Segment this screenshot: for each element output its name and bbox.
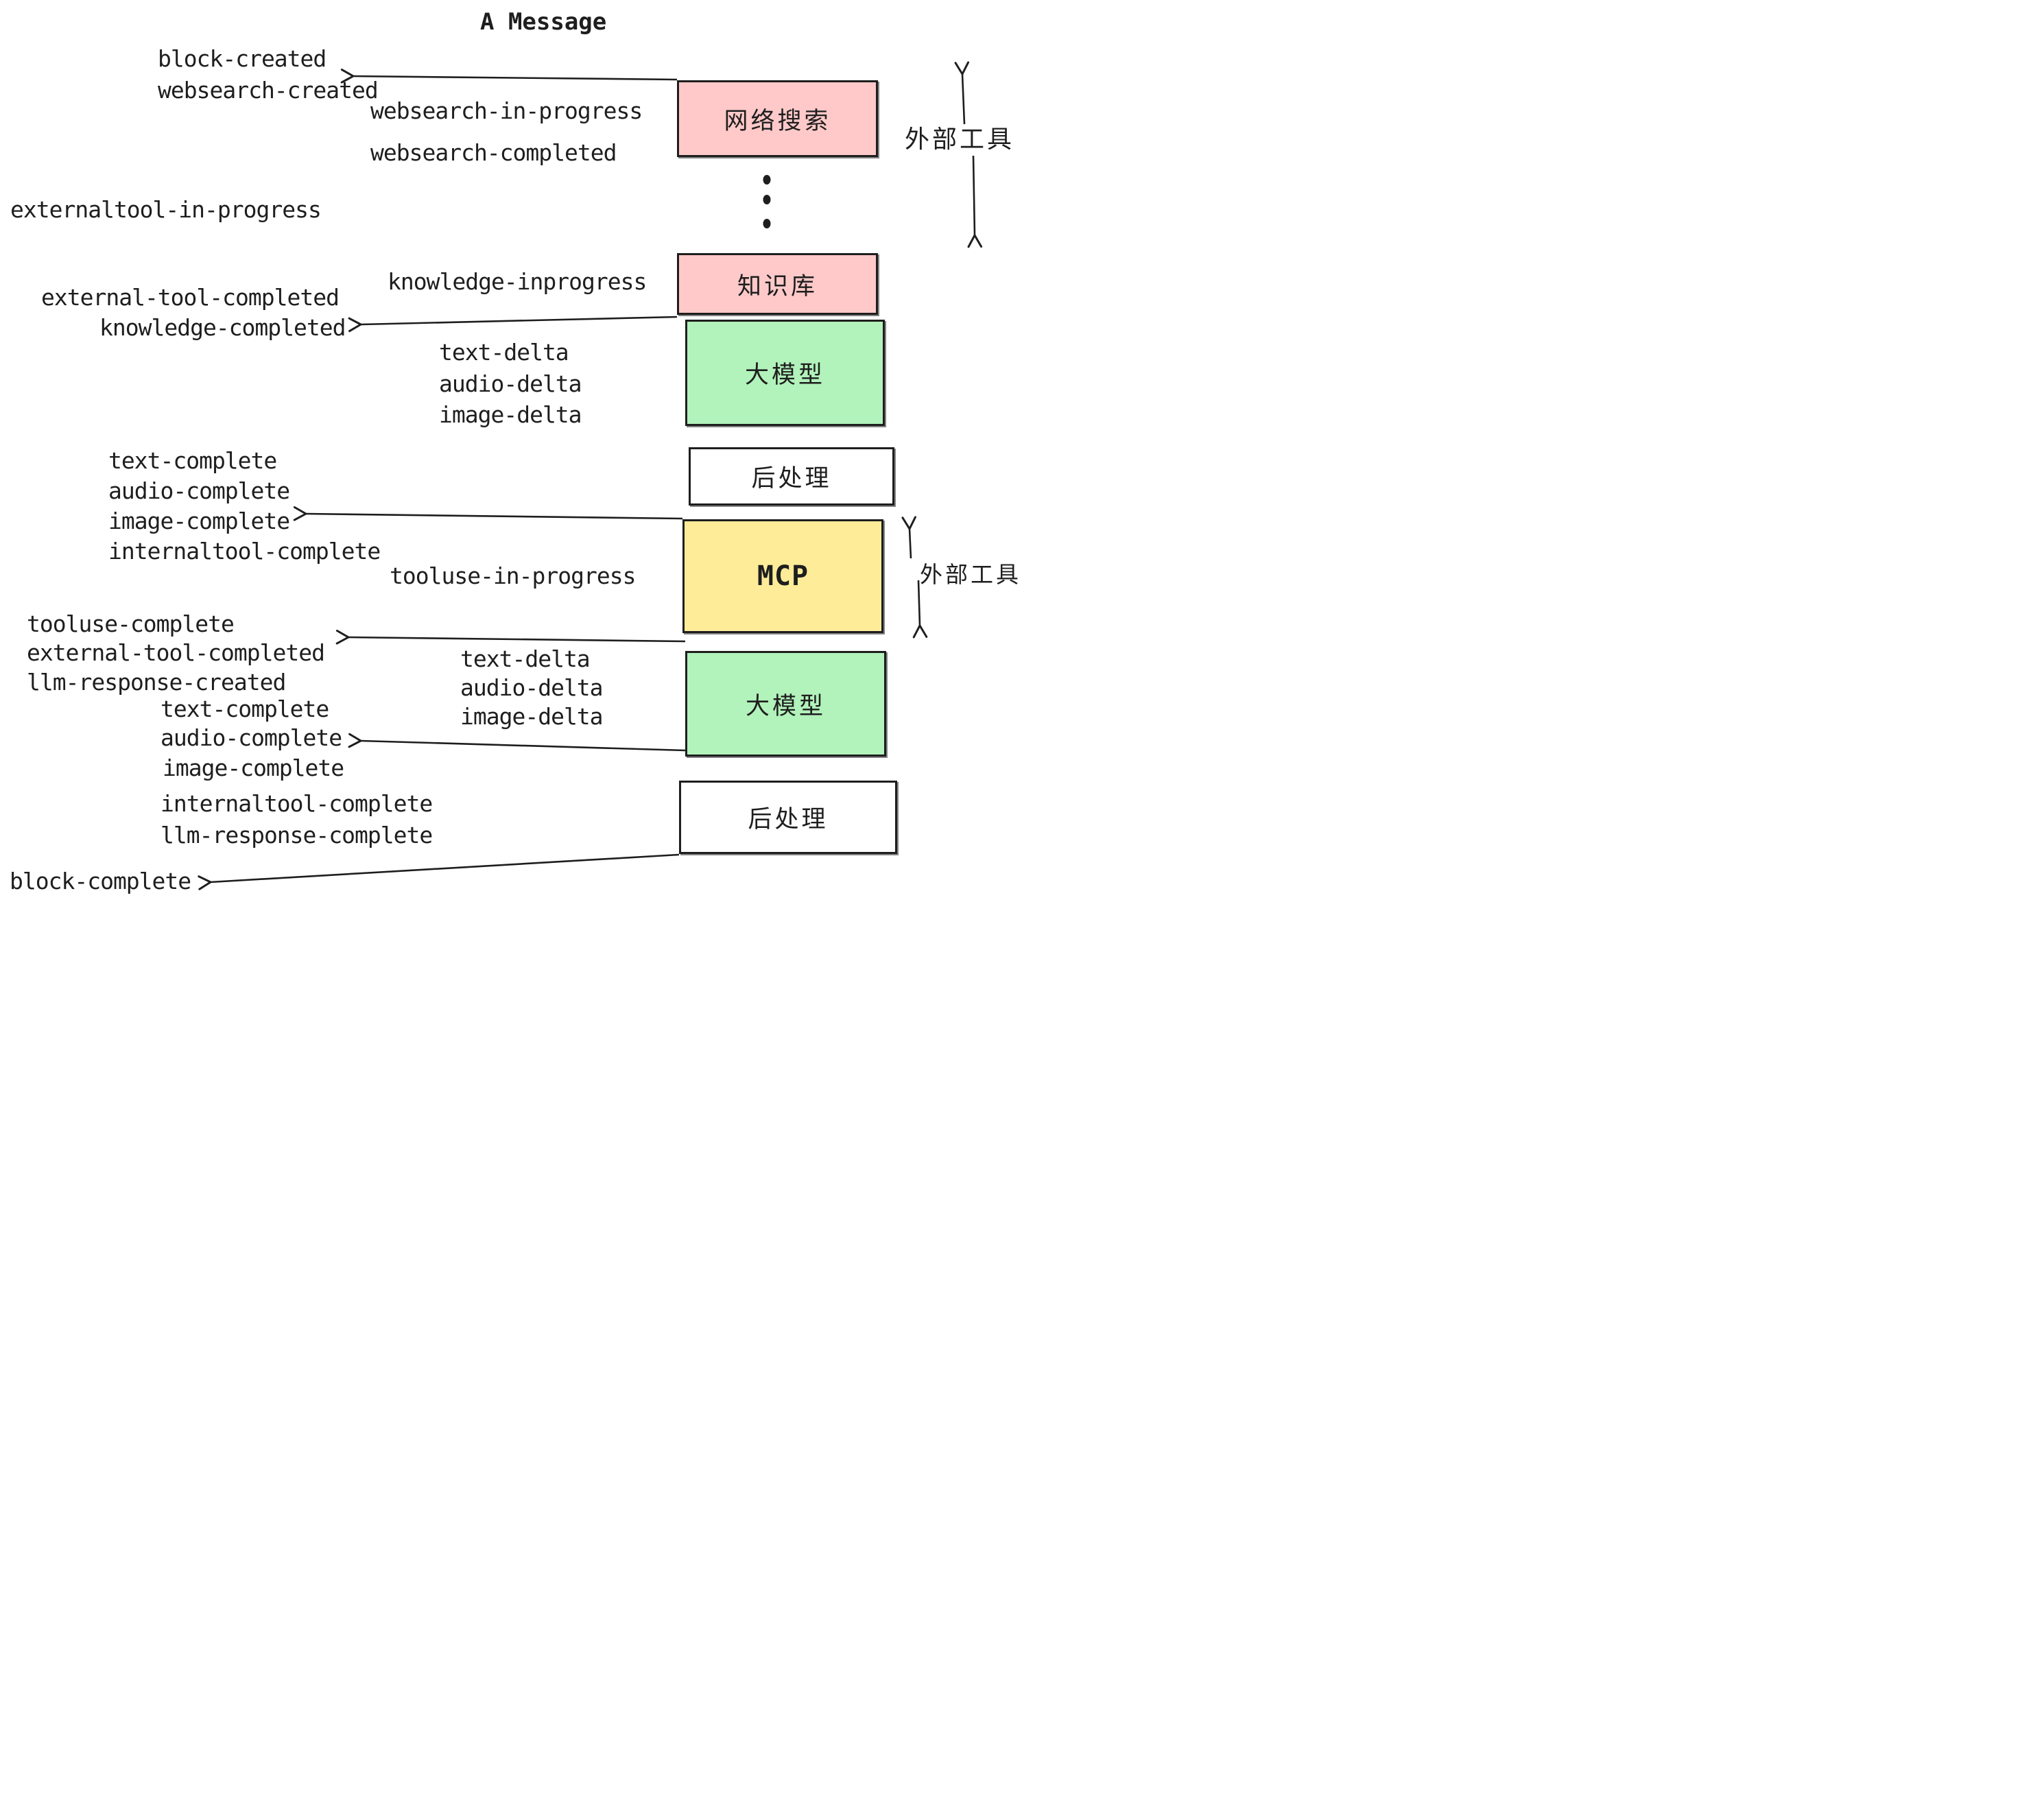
event-label-knowledge-completed: knowledge-completed [99,314,346,341]
external-tools-label-1: 外部工具 [904,125,1015,153]
box-postprocess-1: 后处理 [689,447,894,506]
box-postprocess-2-label: 后处理 [748,806,829,833]
ellipsis-dot-3 [763,219,771,228]
box-mcp-label: MCP [757,560,809,592]
box-llm-1: 大模型 [685,320,885,426]
event-label-audio-complete-1: audio-complete [108,477,290,504]
event-label-image-complete-1: image-complete [108,508,290,534]
arrow-to-audio-complete [348,733,686,752]
event-label-tooluse-complete: tooluse-complete [27,610,235,637]
box-knowledge: 知识库 [677,253,878,315]
event-label-audio-complete-2: audio-complete [161,724,342,751]
event-label-text-complete-2: text-complete [161,696,329,722]
box-websearch-label: 网络搜索 [724,107,831,134]
box-llm-2: 大模型 [685,651,886,757]
arrow-external-1-down [967,155,983,248]
box-postprocess-1-label: 后处理 [751,465,832,492]
ellipsis-dot-1 [763,175,771,185]
event-label-external-tool-completed-1: external-tool-completed [41,284,340,311]
arrow-external-1-up [954,61,970,125]
ellipsis-dot-2 [763,195,771,204]
arrow-to-tooluse-complete [335,630,686,645]
event-label-image-delta-2: image-delta [460,703,604,730]
event-label-block-complete: block-complete [10,868,191,894]
event-label-tooluse-in-progress: tooluse-in-progress [390,562,636,589]
diagram-title: A Message [480,8,607,36]
event-label-image-complete-2: image-complete [163,755,344,781]
event-label-websearch-created: websearch-created [158,77,379,104]
event-label-audio-delta-2: audio-delta [460,674,604,701]
arrow-to-image-complete [293,506,683,521]
box-mcp: MCP [682,519,883,633]
box-websearch: 网络搜索 [677,80,878,157]
arrow-to-block-created [340,69,678,84]
event-label-internaltool-complete-1: internaltool-complete [108,538,381,565]
event-label-internaltool-complete-2: internaltool-complete [161,790,433,817]
arrow-to-block-complete [198,853,680,890]
event-label-audio-delta-1: audio-delta [439,370,582,397]
event-label-externaltool-in-progress: externaltool-in-progress [10,196,322,223]
event-label-text-delta-1: text-delta [439,339,569,366]
event-label-llm-response-created: llm-response-created [27,669,286,696]
box-postprocess-2: 后处理 [679,781,897,854]
event-label-websearch-in-progress: websearch-in-progress [370,97,643,124]
event-label-block-created: block-created [158,45,326,72]
arrow-external-2-up [901,516,916,559]
event-label-text-complete-1: text-complete [108,447,277,474]
box-knowledge-label: 知识库 [737,272,818,300]
event-label-knowledge-inprogress: knowledge-inprogress [388,268,647,295]
event-label-llm-response-complete: llm-response-complete [161,822,433,848]
arrow-to-knowledge-completed [348,316,678,333]
external-tools-label-2: 外部工具 [920,562,1021,587]
box-llm-1-label: 大模型 [744,361,825,388]
event-label-websearch-completed: websearch-completed [370,139,617,166]
box-llm-2-label: 大模型 [745,692,826,720]
event-label-external-tool-completed-2: external-tool-completed [27,639,325,666]
event-label-image-delta-1: image-delta [439,401,582,428]
event-label-text-delta-2: text-delta [460,645,591,672]
